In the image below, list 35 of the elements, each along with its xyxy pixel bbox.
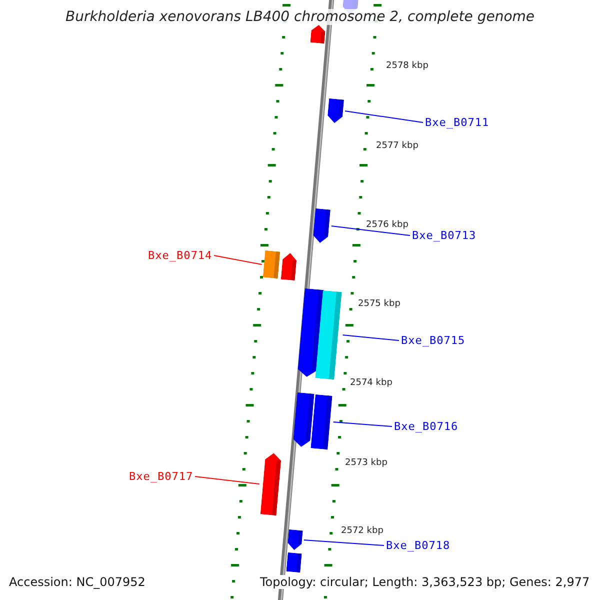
leader-line [194,476,260,484]
gene-feature [315,290,342,380]
scale-label: 2576 kbp [366,220,408,230]
gene-feature [326,98,344,124]
gene-label: Bxe_B0716 [394,420,458,433]
gene-feature [286,552,302,573]
gene-feature [312,208,330,244]
footer-text: Accession: NC_007952 [9,575,146,589]
gene-label: Bxe_B0713 [412,229,476,242]
scale-label: 2572 kbp [341,526,384,536]
gene-label: Bxe_B0718 [386,539,450,552]
scale-label: 2574 kbp [350,378,392,388]
scale-label: 2577 kbp [376,141,418,151]
gene-feature [280,252,298,281]
leader-line [214,255,262,265]
gene-feature [287,529,303,551]
gene-feature [310,24,326,44]
scale-label: 2575 kbp [358,299,400,309]
footer-text: Topology: circular; Length: 3,363,523 bp; Genes: 2,977 [260,575,590,589]
leader-line [330,226,410,236]
gene-feature [260,452,282,516]
leader-line [342,334,400,341]
leader-line [303,540,384,546]
gene-feature [297,288,324,378]
scale-label: 2573 kbp [345,458,388,468]
gene-label: Bxe_B0714 [148,249,212,262]
gene-feature [262,250,280,279]
gene-label: Bxe_B0715 [401,334,466,347]
scale-label: 2578 kbp [386,61,428,71]
leader-line [332,422,392,427]
gene-feature [292,392,314,448]
gene-feature [310,394,332,450]
gene-label: Bxe_B0711 [425,116,490,129]
gene-label: Bxe_B0717 [129,470,194,483]
leader-line [344,110,424,123]
